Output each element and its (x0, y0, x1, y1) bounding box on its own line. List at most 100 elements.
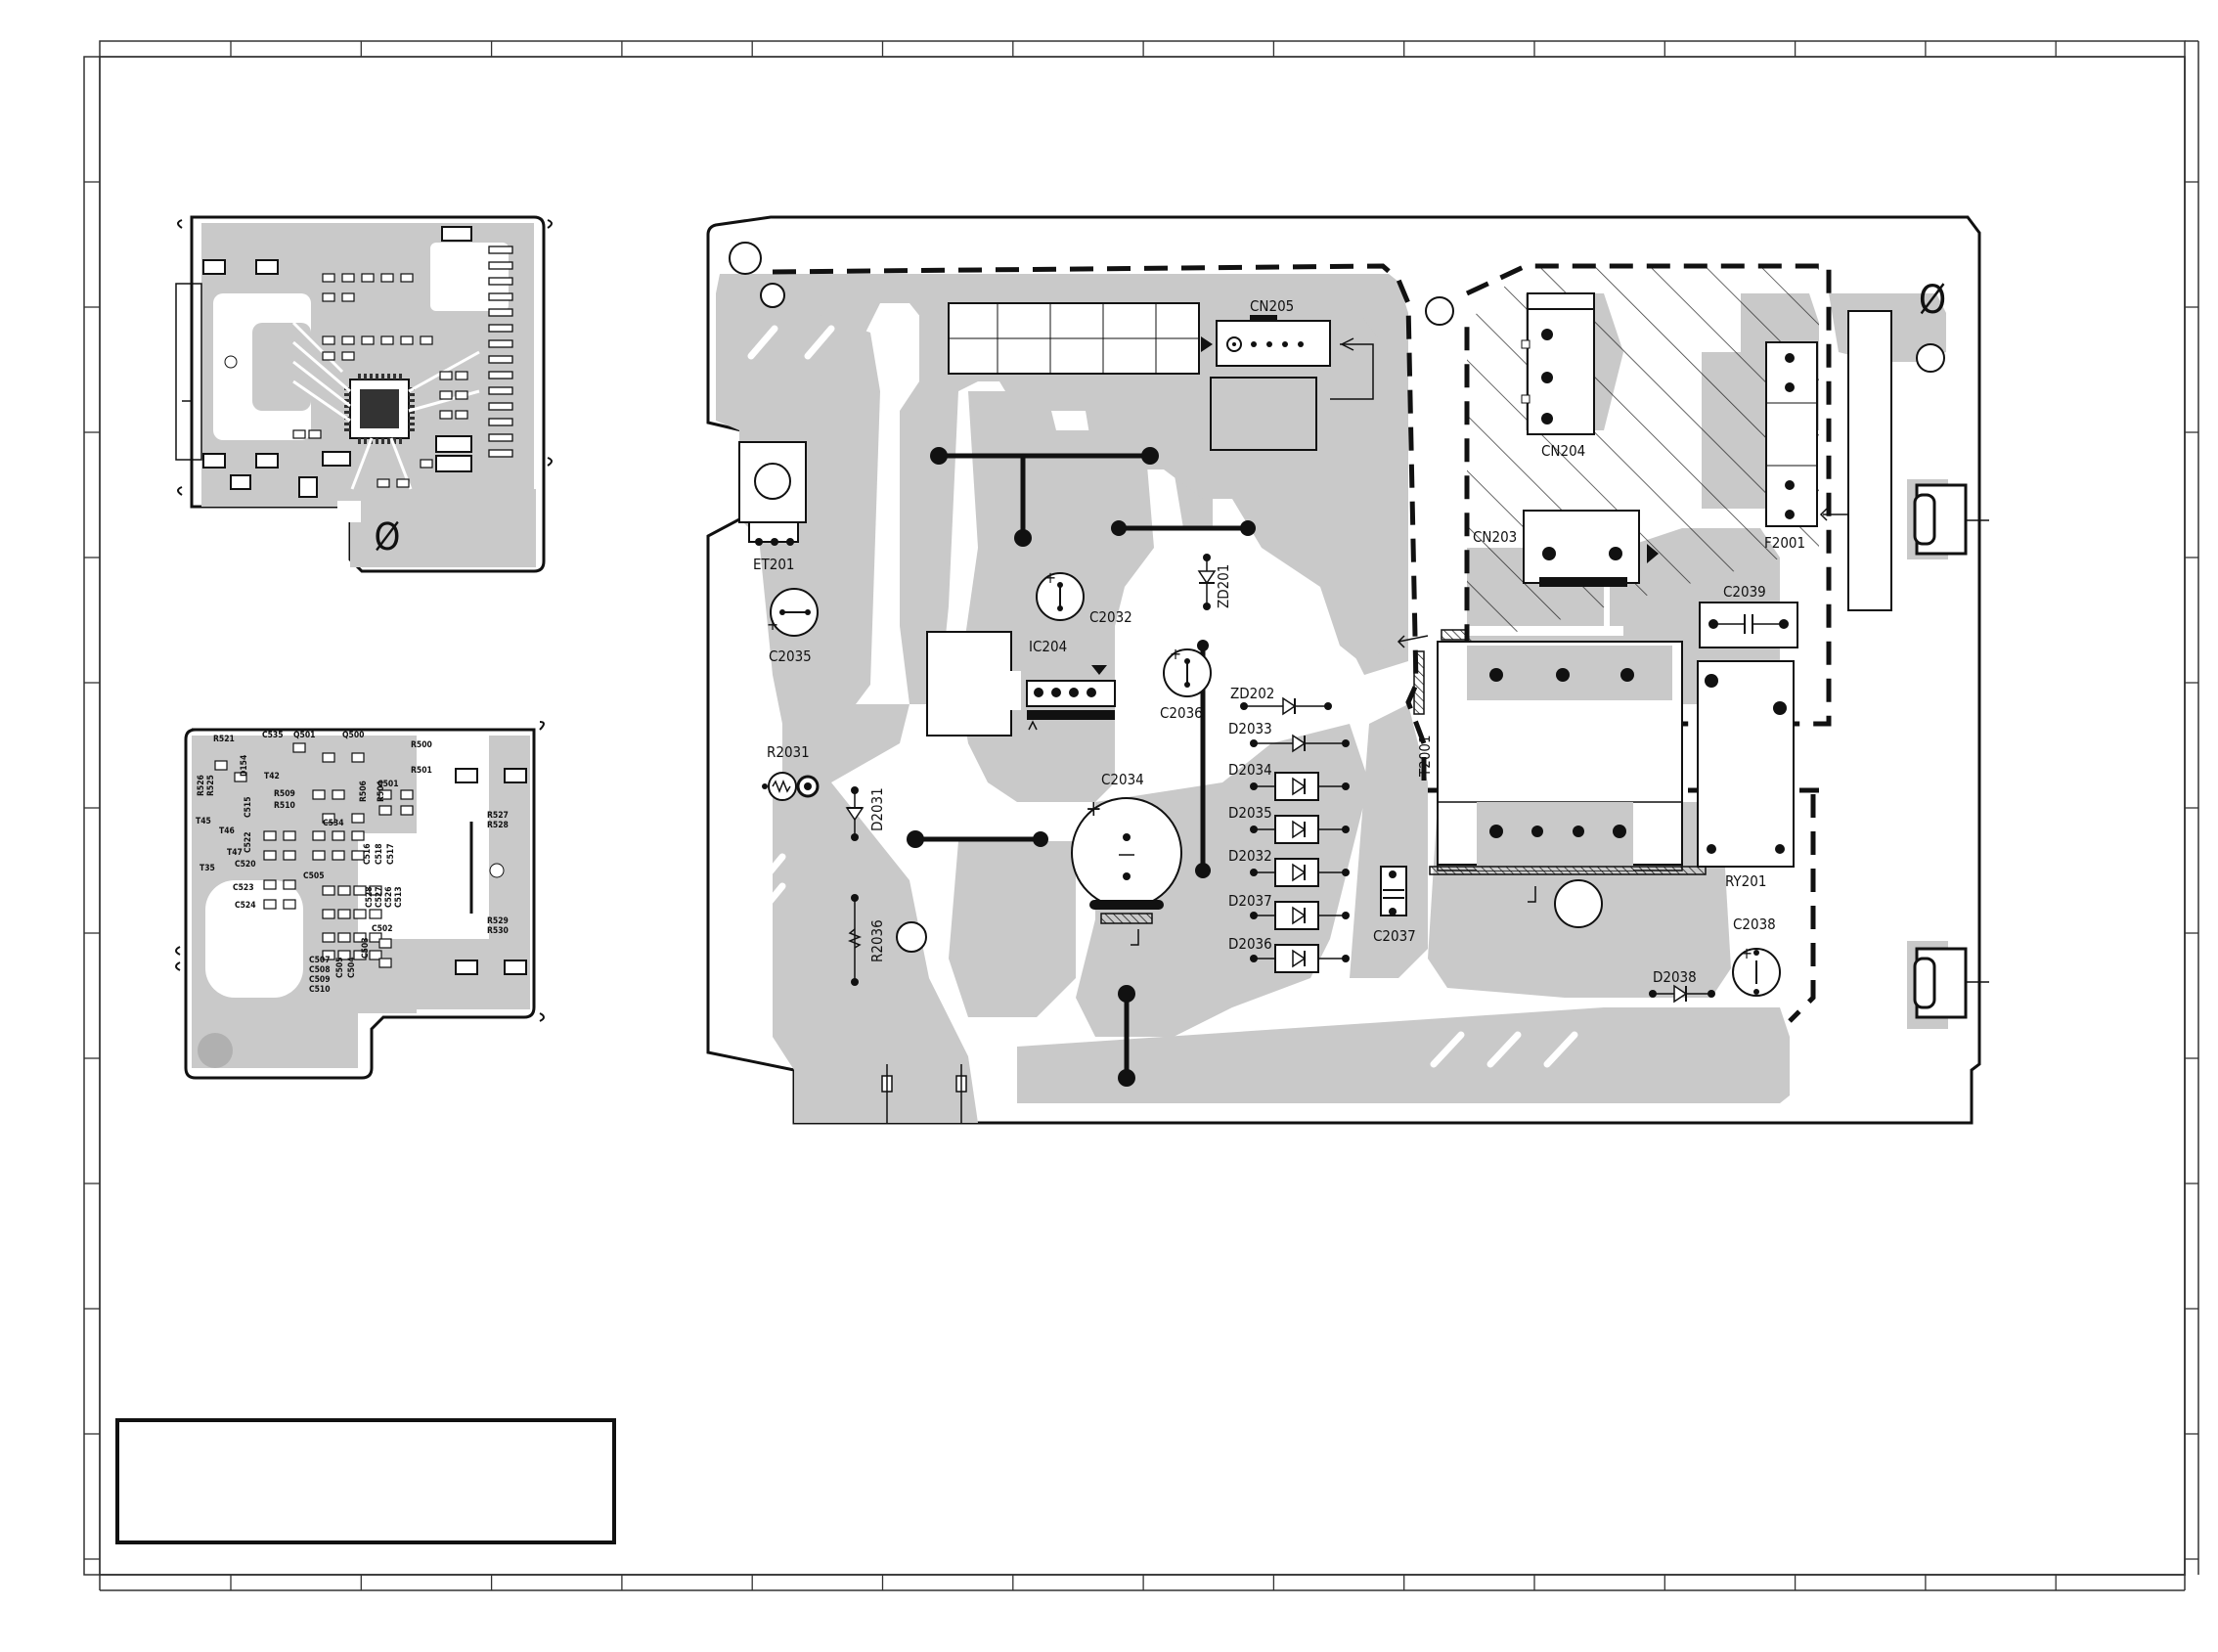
label-c527: C527 (375, 886, 384, 908)
label-c523: C523 (233, 883, 254, 893)
label-zd201: ZD201 (1215, 564, 1232, 608)
diode-d2038 (1649, 984, 1715, 1004)
label-c2038: C2038 (1733, 915, 1776, 933)
label-f2001: F2001 (1764, 534, 1805, 552)
label-ic204: IC204 (1029, 638, 1067, 655)
diode-d-2 (1250, 815, 1350, 844)
label-r529: R529 (487, 916, 509, 926)
label-r527: R527 (487, 811, 509, 821)
label-d2035: D2035 (1228, 804, 1272, 822)
connector-cn204 (1521, 292, 1595, 435)
connector-cn203 (1523, 510, 1659, 587)
label-c2035: C2035 (769, 647, 812, 665)
diode-d-5 (1250, 944, 1350, 973)
label-c526: C526 (384, 886, 394, 908)
capacitor-c2037 (1380, 866, 1407, 916)
label-r2031: R2031 (767, 743, 810, 761)
label-r506: R506 (359, 781, 369, 802)
diode-d-0 (1250, 734, 1350, 753)
label-c509: C509 (309, 975, 331, 985)
capacitor-c2032: + (1036, 568, 1085, 621)
label-c2037: C2037 (1373, 927, 1416, 945)
label-r521: R521 (213, 735, 235, 744)
label-c528: C528 (365, 886, 375, 908)
label-c534: C534 (323, 819, 344, 828)
label-d2033: D2033 (1228, 720, 1272, 737)
label-c517: C517 (386, 843, 396, 865)
label-et201: ET201 (753, 556, 795, 573)
capacitor-c2038: + (1732, 944, 1781, 997)
label-cn204: CN204 (1541, 442, 1585, 460)
label-c508: C508 (309, 965, 331, 975)
heatsink-strip (1847, 310, 1892, 611)
label-r525: R525 (206, 775, 216, 796)
label-t46: T46 (219, 826, 235, 836)
svg-text:+: + (1741, 944, 1752, 962)
diode-d-1 (1250, 772, 1350, 801)
label-r509: R509 (274, 789, 295, 799)
label-d2037: D2037 (1228, 892, 1272, 910)
terminal-right-top (1907, 479, 1989, 559)
label-d2031: D2031 (868, 787, 886, 831)
fuse-f2001 (1765, 341, 1818, 527)
main-ground-symbol: Ø (1919, 278, 1946, 323)
diode-array (1250, 734, 1350, 973)
diode-d-4 (1250, 901, 1350, 930)
label-t42: T42 (264, 772, 280, 781)
label-c502: C502 (372, 924, 393, 934)
label-t45: T45 (196, 817, 211, 826)
label-t2001: T2001 (1416, 735, 1434, 778)
capacitor-c2039 (1699, 602, 1798, 648)
label-c507: C507 (309, 956, 331, 965)
connector-cn205 (948, 302, 1374, 451)
relay-ry201 (1697, 660, 1795, 868)
label-c501: C501 (377, 780, 399, 789)
capacitor-c2034: + (1071, 797, 1182, 946)
label-c2034: C2034 (1101, 771, 1144, 788)
zener-zd202 (1240, 696, 1332, 716)
title-block (115, 1418, 616, 1544)
label-c513: C513 (394, 886, 404, 908)
label-c518: C518 (375, 843, 384, 865)
label-c2039: C2039 (1723, 583, 1766, 601)
label-c516: C516 (363, 843, 373, 865)
ic-ic204 (926, 631, 1116, 737)
zener-zd201 (1197, 554, 1217, 610)
bottom-test-pins (880, 1064, 968, 1123)
terminal-et201 (738, 441, 807, 546)
label-c505: C505 (303, 871, 325, 881)
label-c535: C535 (262, 731, 284, 740)
label-d2038: D2038 (1653, 968, 1697, 986)
capacitor-c2036: + (1163, 645, 1212, 697)
board-a: Ø (175, 215, 553, 573)
label-c524: C524 (235, 901, 256, 911)
label-c515: C515 (244, 796, 253, 818)
label-r500: R500 (411, 740, 432, 750)
label-d2032: D2032 (1228, 847, 1272, 865)
label-c522: C522 (244, 831, 253, 853)
label-q500: Q500 (342, 731, 364, 740)
label-cn205: CN205 (1250, 297, 1294, 315)
main-board: Ø (706, 215, 1989, 1125)
label-r526: R526 (197, 775, 206, 796)
svg-text:+: + (767, 615, 778, 634)
label-d154: D154 (240, 755, 249, 777)
label-c2032: C2032 (1089, 608, 1132, 626)
label-d2036: D2036 (1228, 935, 1272, 953)
label-d2034: D2034 (1228, 761, 1272, 779)
drawing-frame (83, 40, 2199, 1591)
label-r510: R510 (274, 801, 295, 811)
resistor-r2036 (847, 894, 863, 986)
label-r501: R501 (411, 766, 432, 776)
diode-d2031 (845, 786, 865, 841)
label-zd202: ZD202 (1230, 685, 1274, 702)
label-c510: C510 (309, 985, 331, 995)
label-c504: C504 (347, 957, 357, 978)
label-c503: C503 (361, 937, 371, 959)
label-c505b: C505 (335, 957, 345, 978)
label-ry201: RY201 (1725, 872, 1766, 890)
svg-text:+: + (1170, 645, 1181, 663)
diode-d-3 (1250, 858, 1350, 887)
terminal-right-bottom (1907, 941, 1989, 1029)
